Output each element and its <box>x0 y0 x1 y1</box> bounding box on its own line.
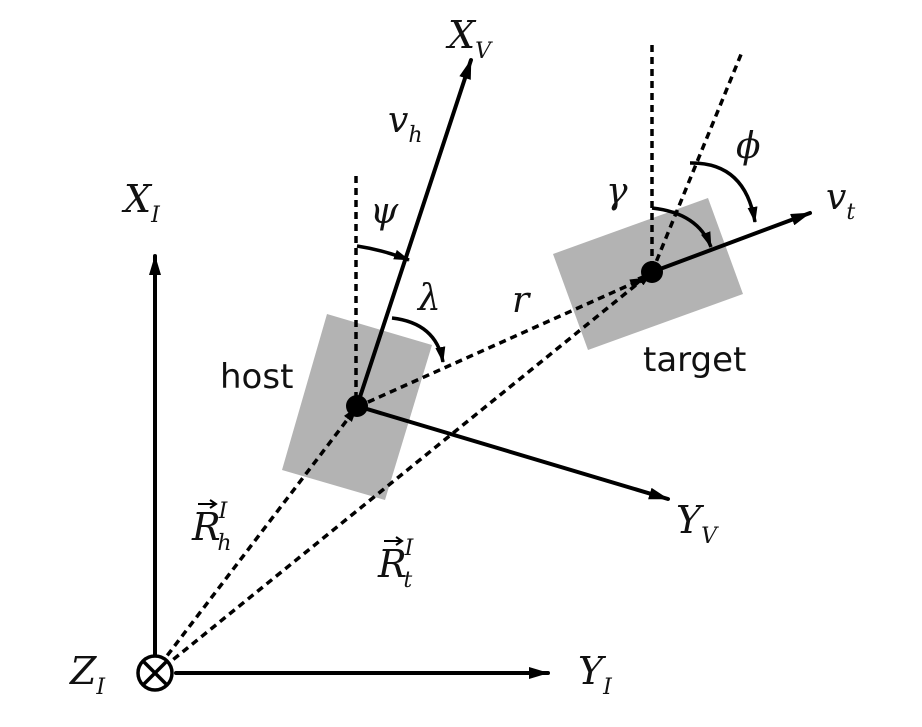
svg-text:RIh: RIh <box>191 499 232 556</box>
lambda-angle-arc <box>391 316 446 363</box>
range-line <box>356 276 646 409</box>
target-velocity-vector <box>650 211 812 274</box>
y-inertial-label: YI <box>578 649 613 700</box>
host-center-point <box>346 395 368 417</box>
target-position-vector <box>162 270 654 669</box>
host-velocity-label: vh <box>388 100 423 148</box>
target-velocity-label: vt <box>826 177 855 225</box>
lambda-label: λ <box>416 278 441 319</box>
z-axis-into-page-icon <box>136 654 174 692</box>
gamma-angle-arc <box>651 206 713 248</box>
gamma-label: γ <box>606 171 628 212</box>
phi-angle-arc <box>689 161 758 223</box>
target-heading-reference <box>650 51 744 273</box>
phi-label: ϕ <box>736 126 761 167</box>
host-label: host <box>220 357 293 397</box>
z-inertial-label: ZI <box>69 649 106 700</box>
target-center-point <box>641 261 663 283</box>
range-label: r <box>512 280 531 321</box>
psi-label: ψ <box>370 191 399 232</box>
y-vehicle-axis <box>355 404 670 501</box>
x-inertial-label: XI <box>121 177 161 228</box>
x-vehicle-label: XV <box>445 13 493 64</box>
target-label: target <box>643 340 746 380</box>
x-vehicle-axis <box>355 58 473 408</box>
y-vehicle-label: YV <box>676 498 719 549</box>
psi-angle-arc <box>356 244 410 262</box>
svg-text:RIt: RIt <box>377 536 415 593</box>
host-position-vector <box>158 405 359 667</box>
